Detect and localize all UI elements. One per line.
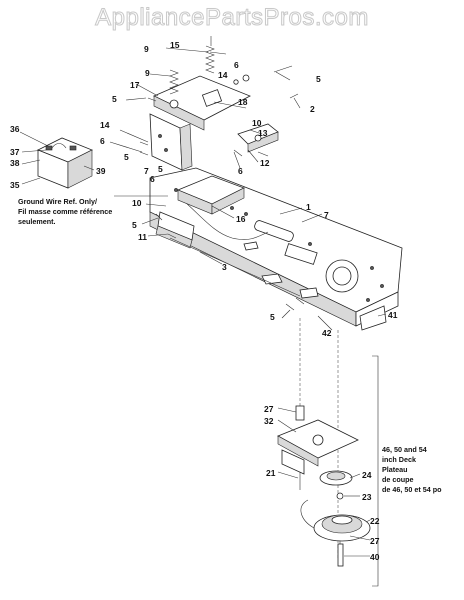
callout-4-left: 5 (112, 94, 117, 104)
callout-24: 24 (362, 470, 372, 480)
callout-4-lower: 5 (132, 220, 137, 230)
svg-text:Plateau: Plateau (382, 465, 408, 474)
callout-2: 2 (310, 104, 315, 114)
watermark-logo: AppliancePartsPros.com (95, 4, 369, 32)
callout-42: 42 (322, 328, 332, 338)
callout-7-right: 7 (324, 210, 329, 220)
callout-5-left: 6 (100, 136, 105, 146)
callout-10-left: 10 (132, 198, 142, 208)
callout-21: 22 (370, 516, 380, 526)
callout-4-bottom: 5 (270, 312, 275, 322)
svg-text:inch Deck: inch Deck (382, 455, 416, 464)
cross-rod (169, 237, 301, 297)
callout-37: 37 (10, 147, 20, 157)
callout-41: 41 (388, 310, 398, 320)
battery-part (37, 137, 93, 189)
callout-19: 21 (266, 468, 276, 478)
callout-15: 15 (170, 40, 180, 50)
callout-16: 16 (236, 214, 246, 224)
callout-9: 9 (145, 68, 150, 78)
callout-40: 40 (370, 552, 380, 562)
pulley-part (319, 470, 353, 486)
callout-14-left: 14 (100, 120, 110, 130)
callout-18: 18 (238, 97, 248, 107)
svg-text:seulement.: seulement. (18, 217, 56, 226)
callout-4-mid: 5 (124, 152, 129, 162)
callout-4-seat: 9 (144, 44, 149, 54)
ground-wire-note: Ground Wire Ref. Only/ Fil masse comme r… (18, 197, 112, 226)
battery-tray-part (176, 175, 245, 215)
bolt-hardware (139, 65, 341, 550)
svg-text:Ground Wire Ref. Only/: Ground Wire Ref. Only/ (18, 197, 97, 206)
svg-text:de 46, 50 et 54 po: de 46, 50 et 54 po (382, 485, 442, 494)
svg-text:de coupe: de coupe (382, 475, 414, 484)
seat-spring-left (169, 69, 179, 95)
callout-1: 1 (306, 202, 311, 212)
callout-17: 17 (130, 80, 140, 90)
callout-4-mid2: 5 (158, 164, 163, 174)
callout-22: 23 (362, 492, 372, 502)
callout-35: 35 (10, 180, 20, 190)
callout-6-right: 6 (238, 166, 243, 176)
deck-size-note: 46, 50 and 54 inch Deck Plateau de coupe… (382, 445, 442, 494)
clutch-bolt-part (337, 543, 344, 567)
callout-6-left: 6 (150, 174, 155, 184)
pto-clutch-part (300, 499, 371, 542)
callout-36: 36 (10, 124, 20, 134)
callout-23: 27 (264, 404, 274, 414)
callout-38: 38 (10, 158, 20, 168)
callout-5-top: 6 (234, 60, 239, 70)
spacer-part (295, 405, 305, 421)
callout-13: 13 (258, 128, 268, 138)
callout-4-right: 5 (316, 74, 321, 84)
callout-11: 11 (138, 232, 147, 242)
deck-bracket-line (372, 355, 379, 587)
callout-3: 3 (222, 262, 227, 272)
latch-bracket-part (237, 123, 279, 153)
washer-part (336, 492, 344, 500)
callout-7-mid: 7 (144, 166, 149, 176)
seat-spring-right (205, 45, 215, 74)
callout-10-top: 10 (252, 118, 262, 128)
ground-wire (177, 195, 269, 240)
callout-39: 39 (96, 166, 106, 176)
callout-27: 27 (370, 536, 380, 546)
callout-12: 12 (260, 158, 270, 168)
svg-text:46, 50 and 54: 46, 50 and 54 (382, 445, 427, 454)
pto-bracket-part (277, 419, 359, 475)
seat-bracket-part (149, 75, 251, 171)
callout-14-top: 14 (218, 70, 228, 80)
leader-lines (19, 47, 387, 557)
svg-text:Fil masse comme référence: Fil masse comme référence (18, 207, 112, 216)
callout-32: 32 (264, 416, 274, 426)
